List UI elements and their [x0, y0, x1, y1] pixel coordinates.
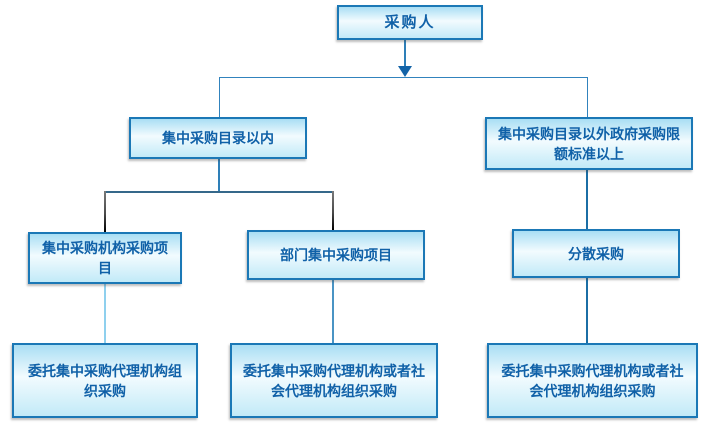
- node-central-agency-project: 集中采购机构采购项目: [28, 232, 182, 284]
- node-purchaser: 采购人: [337, 5, 483, 40]
- node-entrust-central-agency: 委托集中采购代理机构组织采购: [12, 343, 198, 418]
- node-entrust-central-or-social-mid: 委托集中采购代理机构或者社会代理机构组织采购: [230, 343, 438, 418]
- edge-drop-to-within-catalog: [219, 77, 220, 117]
- node-entrust-central-or-social-right: 委托集中采购代理机构或者社会代理机构组织采购: [487, 343, 698, 418]
- edge-within-catalog-down: [218, 159, 220, 192]
- edge-purchaser-down: [404, 39, 406, 68]
- node-within-catalog: 集中采购目录以内: [129, 117, 307, 159]
- edge-drop-to-outside-catalog: [587, 77, 588, 117]
- node-decentralized-procurement: 分散采购: [512, 229, 680, 278]
- edge-decentralized-to-entrust: [586, 278, 588, 343]
- edge-central-agency-to-entrust: [104, 284, 106, 343]
- node-dept-central-project: 部门集中采购项目: [247, 230, 425, 280]
- edge-outside-to-decentralized: [586, 170, 588, 229]
- edge-sub-distributor: [104, 191, 334, 193]
- edge-drop-to-dept-project: [332, 191, 334, 230]
- edge-top-distributor: [219, 77, 588, 78]
- edge-dept-project-to-entrust: [332, 280, 334, 343]
- node-outside-catalog: 集中采购目录以外政府采购限额标准以上: [485, 117, 693, 170]
- edge-drop-to-central-agency: [104, 191, 106, 232]
- arrow-down-icon: [398, 66, 412, 77]
